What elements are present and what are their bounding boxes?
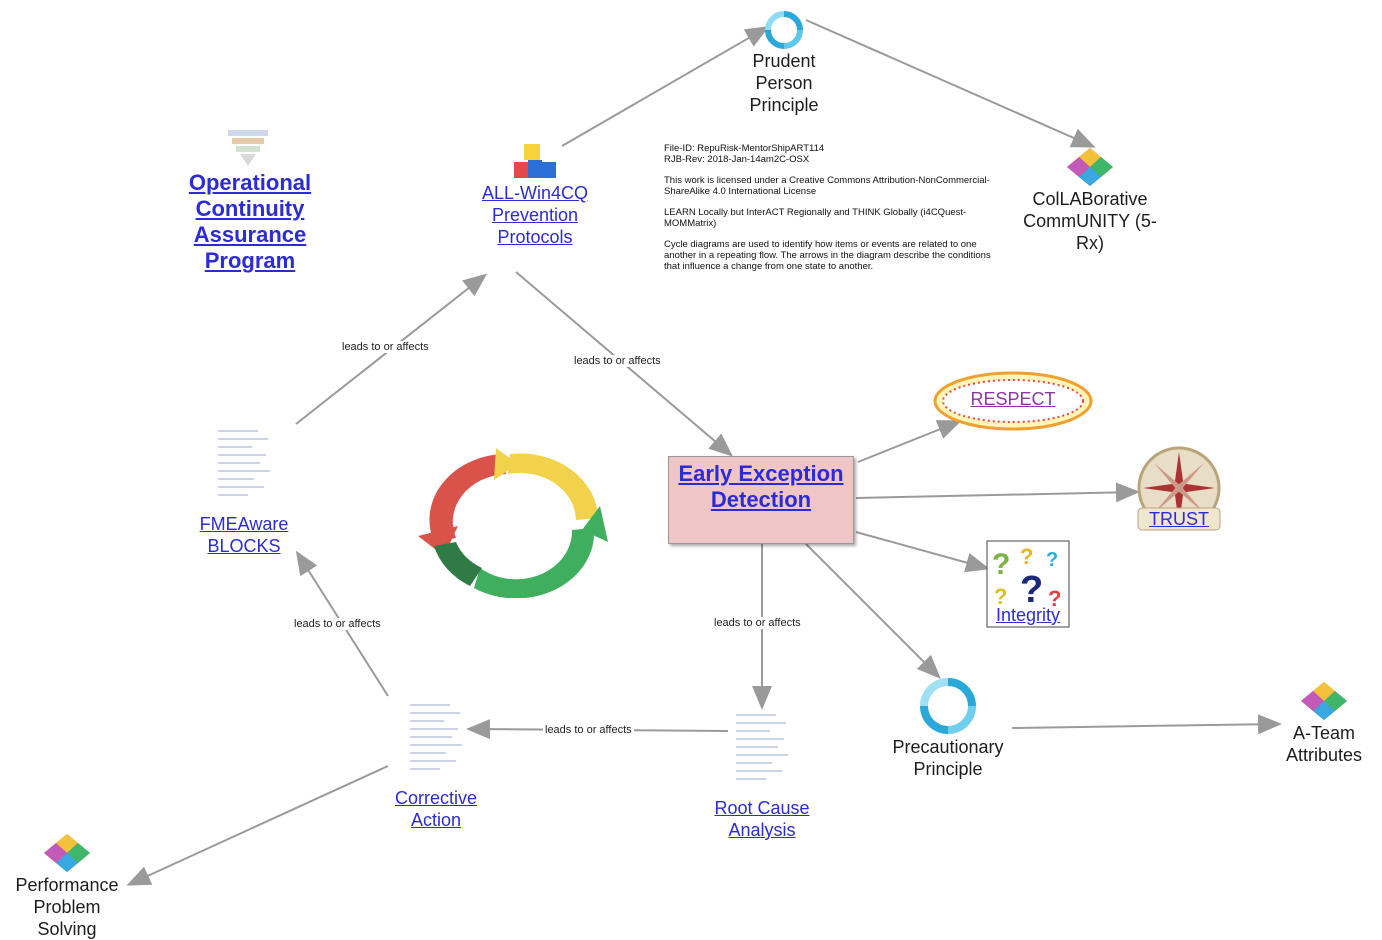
node-respect[interactable]: RESPECT	[932, 370, 1094, 432]
edge-early-respect	[857, 420, 962, 463]
node-link[interactable]: ALL-Win4CQ Prevention Protocols	[481, 183, 589, 247]
node-label: Performance Problem Solving	[15, 875, 119, 939]
node-prudent[interactable]: Prudent Person Principle	[724, 10, 844, 116]
edge-label-root-corrective: leads to or affects	[543, 724, 634, 736]
node-all-win[interactable]: ALL-Win4CQ Prevention Protocols	[475, 142, 595, 248]
cycle-text: Cycle diagrams are used to identify how …	[664, 239, 991, 272]
node-corrective[interactable]: Corrective Action	[376, 698, 496, 831]
node-link[interactable]: TRUST	[1149, 509, 1209, 529]
edge-allwin-prudent	[561, 25, 770, 147]
edge-early-integrity	[855, 531, 990, 573]
page-title[interactable]: Operational Continuity Assurance Program	[188, 170, 312, 273]
svg-text:?: ?	[992, 548, 1010, 581]
edge-early-precautionary	[805, 543, 941, 679]
node-label: Precautionary Principle	[892, 737, 1004, 779]
focus-node-early[interactable]: Early Exception Detection	[668, 456, 854, 544]
cycle-arrows-icon	[765, 11, 803, 49]
node-precautionary[interactable]: Precautionary Principle	[878, 676, 1018, 780]
edge-label-early-root: leads to or affects	[712, 617, 803, 629]
edge-label-corrective-fmea: leads to or affects	[292, 618, 383, 630]
title-icon	[222, 126, 274, 168]
node-link[interactable]: Early Exception Detection	[678, 461, 844, 512]
puzzle-icon	[44, 834, 90, 872]
puzzle-icon	[1301, 682, 1347, 720]
node-collab[interactable]: ColLABorative CommUNITY (5-Rx)	[1020, 146, 1160, 254]
svg-text:?: ?	[1046, 549, 1058, 571]
license-text: This work is licensed under a Creative C…	[664, 175, 990, 197]
node-trust[interactable]: TRUST	[1134, 446, 1224, 536]
cycle-arrows-icon	[920, 678, 976, 734]
svg-text:?: ?	[1020, 569, 1043, 611]
learn-text: LEARN Locally but InterACT Regionally an…	[664, 207, 967, 229]
node-link[interactable]: Corrective Action	[394, 788, 478, 830]
node-link[interactable]: RESPECT	[970, 389, 1056, 409]
node-a-team[interactable]: A-Team Attributes	[1266, 680, 1382, 766]
edge-label-allwin-early: leads to or affects	[572, 355, 663, 367]
funnel-icon	[228, 130, 268, 166]
revision: RJB-Rev: 2018-Jan-14am2C-OSX	[664, 154, 810, 165]
node-link[interactable]: FMEAware BLOCKS	[199, 514, 289, 556]
node-link[interactable]: Integrity	[995, 605, 1061, 625]
edge-label-fmea-allwin: leads to or affects	[340, 341, 431, 353]
edge-precautionary-ateam	[1011, 714, 1282, 735]
puzzle-icon	[1067, 148, 1113, 186]
edge-corrective-performance	[126, 765, 389, 886]
node-root[interactable]: Root Cause Analysis	[702, 708, 822, 841]
node-label: A-Team Attributes	[1285, 723, 1363, 765]
svg-text:?: ?	[994, 584, 1007, 609]
node-label: Prudent Person Principle	[749, 51, 819, 115]
document-icon	[730, 708, 794, 792]
svg-text:?: ?	[1048, 586, 1061, 611]
compass-icon	[1137, 446, 1221, 531]
svg-text:?: ?	[1020, 544, 1033, 569]
edge-early-trust	[855, 482, 1140, 503]
document-icon	[404, 698, 468, 782]
cloud-icon	[933, 371, 1093, 431]
cycle-graphic	[418, 448, 608, 598]
node-link[interactable]: Root Cause Analysis	[714, 798, 810, 840]
blocks-icon	[514, 144, 556, 178]
file-id: File-ID: RepuRisk-MentorShipART114	[664, 143, 825, 154]
edge-prudent-collab	[805, 19, 1096, 148]
node-performance[interactable]: Performance Problem Solving	[4, 832, 130, 940]
document-icon	[212, 424, 276, 508]
node-label: ColLABorative CommUNITY (5-Rx)	[1023, 189, 1157, 253]
question-marks-icon: ? ? ? ? ? ?	[986, 540, 1070, 628]
node-fmea[interactable]: FMEAware BLOCKS	[184, 424, 304, 557]
node-integrity[interactable]: ? ? ? ? ? ? Integrity	[986, 540, 1070, 628]
